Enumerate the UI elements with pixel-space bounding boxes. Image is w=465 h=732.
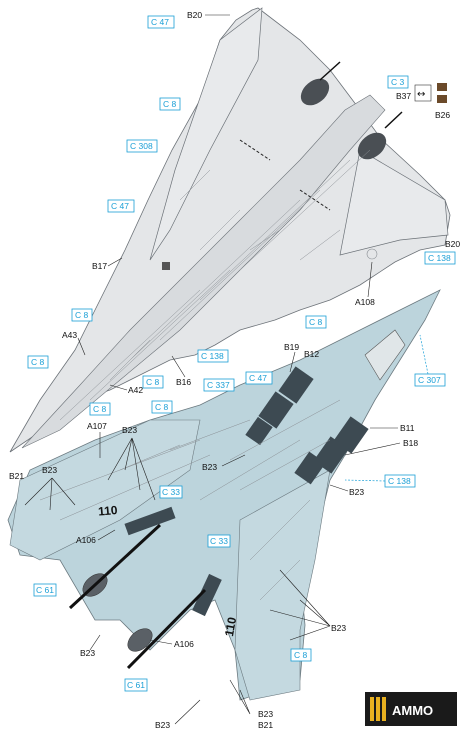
top-aircraft-view <box>9 7 451 453</box>
callouts-bottom-group: B19 B12 C 307 C 47 C 337 C 8 A107 B23 B1… <box>9 334 446 730</box>
top-walkway-lines <box>239 139 331 211</box>
bottom-left-wing <box>9 419 201 561</box>
modex-number-1: 110 <box>98 503 119 519</box>
b26-swatch-2 <box>437 95 447 103</box>
callout-c8-e: C 8 <box>146 377 160 387</box>
bottom-canopy <box>364 329 406 381</box>
callout-b16: B16 <box>176 377 191 387</box>
callout-b23-h: B23 <box>155 720 170 730</box>
callouts-top-group: B20 C 47 C 3 B37 ↔ B26 C 8 C 308 C 47 B1… <box>27 10 460 416</box>
callout-c138-mid: C 138 <box>201 351 224 361</box>
callout-c8-b: C 8 <box>309 317 323 327</box>
callout-b11: B11 <box>400 423 415 433</box>
callout-c47-b: C 47 <box>249 373 267 383</box>
callout-b21-bottom: B21 <box>258 720 273 730</box>
top-panel-lines <box>59 149 371 421</box>
callout-c47-mid: C 47 <box>111 201 129 211</box>
callout-b23-d: B23 <box>349 487 364 497</box>
callout-c8-g: C 8 <box>155 402 169 412</box>
callout-c33: C 33 <box>162 487 180 497</box>
callout-c3: C 3 <box>391 77 405 87</box>
bottom-missile-1 <box>68 523 162 610</box>
top-intake-detail <box>162 262 170 270</box>
callout-c337: C 337 <box>207 380 230 390</box>
b37-swatch <box>414 84 432 102</box>
top-antenna-1 <box>319 61 341 81</box>
callout-b23-g: B23 <box>258 709 273 719</box>
callout-b23-a: B23 <box>122 425 137 435</box>
callout-c308: C 308 <box>130 141 153 151</box>
callout-a42: A42 <box>128 385 143 395</box>
callout-a107: A107 <box>87 421 107 431</box>
callout-c138-right: C 138 <box>428 253 451 263</box>
callout-b20-right: B20 <box>445 239 460 249</box>
callout-c8-a: C 8 <box>163 99 177 109</box>
top-exhaust-1 <box>300 78 330 106</box>
ammo-logo: AMMO <box>365 692 457 726</box>
callout-c33-b: C 33 <box>210 536 228 546</box>
callout-b17: B17 <box>92 261 107 271</box>
callout-c61-b: C 61 <box>127 680 145 690</box>
callout-b20-top: B20 <box>187 10 202 20</box>
top-fuselage <box>21 94 386 449</box>
bottom-aircraft-body <box>7 289 441 701</box>
bottom-panel-lines <box>39 399 341 601</box>
callout-c8-h: C 8 <box>294 650 308 660</box>
top-antenna-2 <box>384 111 403 129</box>
callout-a108: A108 <box>355 297 375 307</box>
b26-swatch <box>437 83 447 91</box>
callout-b26: B26 <box>435 110 450 120</box>
top-star-emblem <box>366 248 378 260</box>
callout-c61-a: C 61 <box>36 585 54 595</box>
callout-b23-f: B23 <box>80 648 95 658</box>
callout-c47-top: C 47 <box>151 17 169 27</box>
callout-c8-c: C 8 <box>75 310 89 320</box>
callout-a43: A43 <box>62 330 77 340</box>
modex-number-2: 110 <box>222 616 239 638</box>
callout-b12: B12 <box>304 349 319 359</box>
callout-b18: B18 <box>403 438 418 448</box>
callout-a106-a: A106 <box>76 535 96 545</box>
callout-b37: B37 <box>396 91 411 101</box>
callout-b19: B19 <box>284 342 299 352</box>
callout-b23-c: B23 <box>202 462 217 472</box>
ammo-logo-bars-icon <box>370 697 386 721</box>
callout-c8-f: C 8 <box>93 404 107 414</box>
callout-a106-b: A106 <box>174 639 194 649</box>
bottom-aircraft-view: 110 110 <box>7 289 441 701</box>
bottom-missile-2 <box>126 588 207 670</box>
b37-arrow-icon: ↔ <box>417 89 425 100</box>
callout-b21-left: B21 <box>9 471 24 481</box>
bottom-dark-panels <box>124 366 369 617</box>
callout-c8-d: C 8 <box>31 357 45 367</box>
callout-b23-e: B23 <box>331 623 346 633</box>
callout-b23-b: B23 <box>42 465 57 475</box>
callout-c307: C 307 <box>418 375 441 385</box>
top-exhaust-2 <box>357 132 387 160</box>
top-right-wing <box>339 149 449 256</box>
callout-c138-b: C 138 <box>388 476 411 486</box>
ammo-logo-text: AMMO <box>392 703 433 718</box>
